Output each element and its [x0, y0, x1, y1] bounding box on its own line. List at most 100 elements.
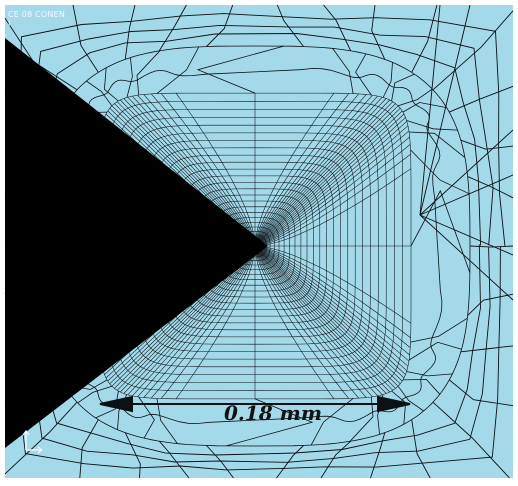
mesh-spoke-4: [262, 248, 410, 356]
coarse-radial-27: [323, 4, 352, 51]
transition-link-4: [402, 378, 441, 395]
viewport-label: CE 08 CONEN I: [8, 10, 65, 28]
mesh-spoke-68: [143, 94, 253, 239]
mesh-spoke-93: [262, 144, 411, 245]
coarse-radial-24: [158, 4, 187, 52]
transition-link-35: [397, 88, 433, 107]
fan-line-3: [419, 214, 514, 301]
mesh-spoke-70: [160, 93, 254, 239]
coarse-radial-3: [449, 379, 514, 407]
mesh-spoke-3: [262, 247, 411, 348]
mesh-spoke-74: [256, 93, 350, 239]
mesh-spoke-82: [259, 101, 393, 240]
transition-link-15: [77, 385, 113, 404]
coarse-radial-13: [4, 401, 78, 475]
fan-line-2: [419, 214, 514, 256]
dimension-line: [99, 395, 411, 413]
coarse-radial-22: [72, 4, 99, 73]
transition-link-33: [382, 62, 393, 98]
mesh-spoke-25: [175, 253, 255, 399]
coarse-radial-30: [432, 10, 514, 91]
mesh-spoke-84: [260, 105, 399, 241]
mesh-spoke-83: [260, 103, 396, 241]
fan-line-0: [419, 129, 514, 216]
coarse-radial-12: [79, 419, 99, 479]
transition-link-5: [397, 385, 424, 412]
mesh-spoke-15: [259, 252, 390, 393]
transition-link-28: [136, 50, 161, 96]
mesh-spoke-1: [262, 246, 412, 324]
coarse-radial-28: [371, 4, 386, 60]
transition-link-9: [310, 398, 354, 446]
mesh-spoke-77: [257, 95, 373, 239]
mesh-spoke-16: [259, 252, 387, 394]
coarse-radial-11: [124, 432, 141, 479]
mesh-spoke-23: [255, 253, 335, 399]
transition-link-11: [156, 398, 178, 444]
mesh-spoke-69: [151, 93, 254, 239]
transition-link-1: [410, 317, 468, 343]
fan-line-5: [419, 4, 441, 216]
mesh-spoke-6: [262, 249, 409, 367]
coarse-radial-5: [411, 419, 431, 479]
transition-link-29: [156, 46, 200, 94]
mesh-spoke-5: [262, 248, 410, 362]
coarse-radial-33: [467, 176, 514, 199]
transition-link-32: [355, 53, 372, 96]
mesh-spoke-89: [262, 121, 407, 243]
mesh-spoke-30: [132, 253, 252, 397]
mesh-spoke-12: [260, 251, 399, 387]
mesh-spoke-75: [256, 93, 359, 239]
mesh-spoke-87: [261, 113, 405, 242]
mesh-spoke-86: [261, 110, 403, 242]
mesh-spoke-18: [258, 253, 378, 397]
mesh-spoke-79: [258, 97, 383, 239]
transition-link-25: [86, 80, 113, 107]
transition-link-2: [408, 341, 462, 361]
mesh-spoke-20: [257, 253, 367, 398]
mesh-spoke-29: [137, 253, 253, 397]
transition-link-30: [196, 45, 284, 94]
mesh-spoke-90: [262, 125, 409, 243]
mesh-spoke-10: [261, 250, 403, 382]
coarse-radial-8: [276, 445, 304, 479]
coarse-radial-10: [158, 440, 190, 479]
dimension-arrow-left: [99, 395, 133, 413]
viewport-label-line1: CE 08 CONEN: [8, 10, 66, 19]
mesh-spoke-27: [151, 253, 254, 399]
coarse-radial-26: [276, 4, 304, 47]
transition-link-36: [402, 102, 447, 113]
mesh-spoke-78: [258, 95, 378, 239]
mesh-spoke-92: [262, 136, 410, 244]
transition-link-34: [391, 73, 415, 102]
mesh-spoke-19: [257, 253, 373, 397]
transition-link-0: [410, 189, 471, 273]
mesh-spoke-81: [259, 99, 390, 240]
mesh-spoke-76: [257, 94, 367, 239]
mesh-spoke-85: [261, 108, 401, 241]
mesh-spoke-91: [262, 130, 410, 244]
mesh-spoke-66: [132, 95, 252, 239]
coarse-radial-25: [206, 4, 234, 47]
mesh-spoke-80: [259, 98, 387, 240]
mesh-spoke-17: [258, 253, 383, 395]
coarse-radial-31: [449, 85, 514, 113]
mesh-spoke-11: [261, 251, 401, 384]
transition-link-3: [406, 371, 453, 377]
coarse-radial-0: [469, 245, 514, 248]
mesh-spoke-2: [262, 247, 411, 339]
coarse-radial-7: [320, 440, 352, 479]
mesh-spoke-26: [160, 253, 254, 399]
dimension-arrow-right: [377, 395, 411, 413]
transition-link-27: [126, 57, 133, 98]
coarse-radial-29: [411, 4, 438, 73]
mesh-spoke-88: [261, 117, 406, 242]
mesh-spoke-21: [256, 253, 359, 399]
coarse-radial-6: [370, 432, 386, 479]
fan-line-4: [419, 4, 471, 216]
coarse-radial-9: [206, 445, 234, 479]
coarse-radial-32: [460, 139, 514, 150]
mesh-spoke-71: [175, 93, 255, 239]
